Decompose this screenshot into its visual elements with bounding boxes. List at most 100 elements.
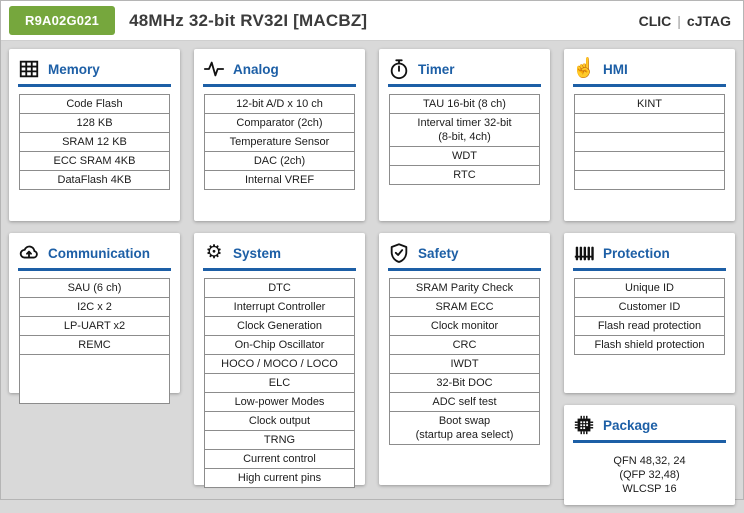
hmi-item-empty: [574, 170, 725, 190]
column-4: ☝ HMI KINT Protection: [564, 49, 735, 505]
safety-item: SRAM Parity Check: [389, 278, 540, 298]
memory-item: Code Flash: [19, 94, 170, 114]
fence-icon: [573, 242, 595, 264]
memory-title-rule: [18, 84, 171, 87]
safety-item: Clock monitor: [389, 316, 540, 336]
package-card: Package QFN 48,32, 24 (QFP 32,48) WLCSP …: [564, 405, 735, 505]
analog-card-header: Analog: [203, 56, 356, 84]
hmi-card: ☝ HMI KINT: [564, 49, 735, 221]
memory-item: DataFlash 4KB: [19, 170, 170, 190]
memory-item: 128 KB: [19, 113, 170, 133]
system-item: TRNG: [204, 430, 355, 450]
protection-card-title: Protection: [603, 245, 670, 261]
system-item: Low-power Modes: [204, 392, 355, 412]
timer-item: Interval timer 32-bit (8-bit, 4ch): [389, 113, 540, 147]
system-item: Clock Generation: [204, 316, 355, 336]
memory-card: Memory Code Flash 128 KB SRAM 12 KB ECC …: [9, 49, 180, 221]
protection-item: Customer ID: [574, 297, 725, 317]
analog-item: Temperature Sensor: [204, 132, 355, 152]
protection-item: Flash shield protection: [574, 335, 725, 355]
safety-item: Boot swap (startup area select): [389, 411, 540, 445]
column-2: Analog 12-bit A/D x 10 ch Comparator (2c…: [194, 49, 365, 505]
safety-card-title: Safety: [418, 245, 459, 261]
hmi-card-title: HMI: [603, 61, 628, 77]
safety-item: IWDT: [389, 354, 540, 374]
stopwatch-icon: [388, 58, 410, 80]
communication-item: SAU (6 ch): [19, 278, 170, 298]
analog-item: 12-bit A/D x 10 ch: [204, 94, 355, 114]
system-item: Interrupt Controller: [204, 297, 355, 317]
communication-item: I2C x 2: [19, 297, 170, 317]
system-item: DTC: [204, 278, 355, 298]
hmi-item-empty: [574, 113, 725, 133]
memory-card-header: Memory: [18, 56, 171, 84]
analog-item: Comparator (2ch): [204, 113, 355, 133]
communication-item: LP-UART x2: [19, 316, 170, 336]
safety-item-list: SRAM Parity Check SRAM ECC Clock monitor…: [389, 278, 540, 445]
timer-item: RTC: [389, 165, 540, 185]
protection-item: Flash read protection: [574, 316, 725, 336]
hmi-item-empty: [574, 132, 725, 152]
system-item: HOCO / MOCO / LOCO: [204, 354, 355, 374]
communication-card-title: Communication: [48, 245, 151, 261]
header-bar: R9A02G021 48MHz 32-bit RV32I [MACBZ] CLI…: [1, 1, 743, 41]
protection-card: Protection Unique ID Customer ID Flash r…: [564, 233, 735, 393]
analog-item: Internal VREF: [204, 170, 355, 190]
hand-icon: ☝: [572, 58, 596, 79]
protection-item: Unique ID: [574, 278, 725, 298]
cjtag-label: cJTAG: [686, 12, 731, 29]
part-number-badge: R9A02G021: [9, 6, 116, 35]
system-item: Current control: [204, 449, 355, 469]
safety-item: CRC: [389, 335, 540, 355]
analog-item: DAC (2ch): [204, 151, 355, 171]
system-item: High current pins: [204, 468, 355, 488]
package-title-rule: [573, 440, 726, 443]
memory-item: ECC SRAM 4KB: [19, 151, 170, 171]
analog-card-title: Analog: [233, 61, 279, 77]
safety-title-rule: [388, 268, 541, 271]
timer-item: TAU 16-bit (8 ch): [389, 94, 540, 114]
hmi-item-empty: [574, 151, 725, 171]
safety-card-header: Safety: [388, 240, 541, 268]
system-item: On-Chip Oscillator: [204, 335, 355, 355]
system-item-list: DTC Interrupt Controller Clock Generatio…: [204, 278, 355, 488]
hmi-title-rule: [573, 84, 726, 87]
memory-item-list: Code Flash 128 KB SRAM 12 KB ECC SRAM 4K…: [19, 94, 170, 190]
analog-title-rule: [203, 84, 356, 87]
gear-icon: ⚙: [205, 242, 223, 263]
timer-card-title: Timer: [418, 61, 455, 77]
package-card-header: Package: [573, 412, 726, 440]
hmi-item-list: KINT: [574, 94, 725, 190]
timer-item: WDT: [389, 146, 540, 166]
system-item: Clock output: [204, 411, 355, 431]
hmi-item: KINT: [574, 94, 725, 114]
cloud-upload-icon: [18, 242, 40, 264]
system-card-title: System: [233, 245, 282, 261]
column-1: Memory Code Flash 128 KB SRAM 12 KB ECC …: [9, 49, 180, 505]
grid-icon: [18, 58, 40, 80]
package-card-title: Package: [603, 417, 658, 433]
chip-icon: [573, 414, 595, 436]
system-card-header: ⚙ System: [203, 240, 356, 268]
safety-card: Safety SRAM Parity Check SRAM ECC Clock …: [379, 233, 550, 485]
protection-card-header: Protection: [573, 240, 726, 268]
page-title: 48MHz 32-bit RV32I [MACBZ]: [129, 10, 368, 30]
card-grid: Memory Code Flash 128 KB SRAM 12 KB ECC …: [1, 41, 743, 513]
memory-item: SRAM 12 KB: [19, 132, 170, 152]
safety-item: SRAM ECC: [389, 297, 540, 317]
timer-card-header: Timer: [388, 56, 541, 84]
timer-title-rule: [388, 84, 541, 87]
memory-card-title: Memory: [48, 61, 100, 77]
protection-title-rule: [573, 268, 726, 271]
timer-item-list: TAU 16-bit (8 ch) Interval timer 32-bit …: [389, 94, 540, 185]
communication-card: Communication SAU (6 ch) I2C x 2 LP-UART…: [9, 233, 180, 404]
package-options-text: QFN 48,32, 24 (QFP 32,48) WLCSP 16: [613, 455, 686, 495]
shield-check-icon: [388, 242, 410, 264]
column-3: Timer TAU 16-bit (8 ch) Interval timer 3…: [379, 49, 550, 505]
waveform-icon: [203, 58, 225, 80]
communication-item: REMC: [19, 335, 170, 355]
timer-card: Timer TAU 16-bit (8 ch) Interval timer 3…: [379, 49, 550, 221]
protection-item-list: Unique ID Customer ID Flash read protect…: [574, 278, 725, 355]
communication-card-header: Communication: [18, 240, 171, 268]
